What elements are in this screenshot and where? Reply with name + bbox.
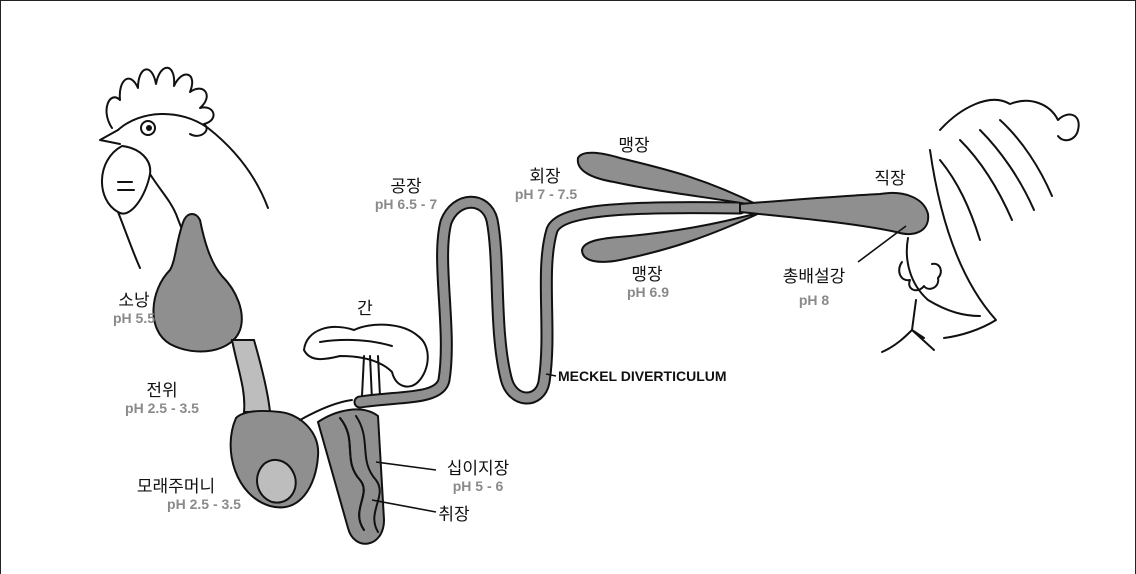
pancreas-leader-line — [372, 500, 436, 512]
duodenum-leader-line — [376, 462, 436, 470]
